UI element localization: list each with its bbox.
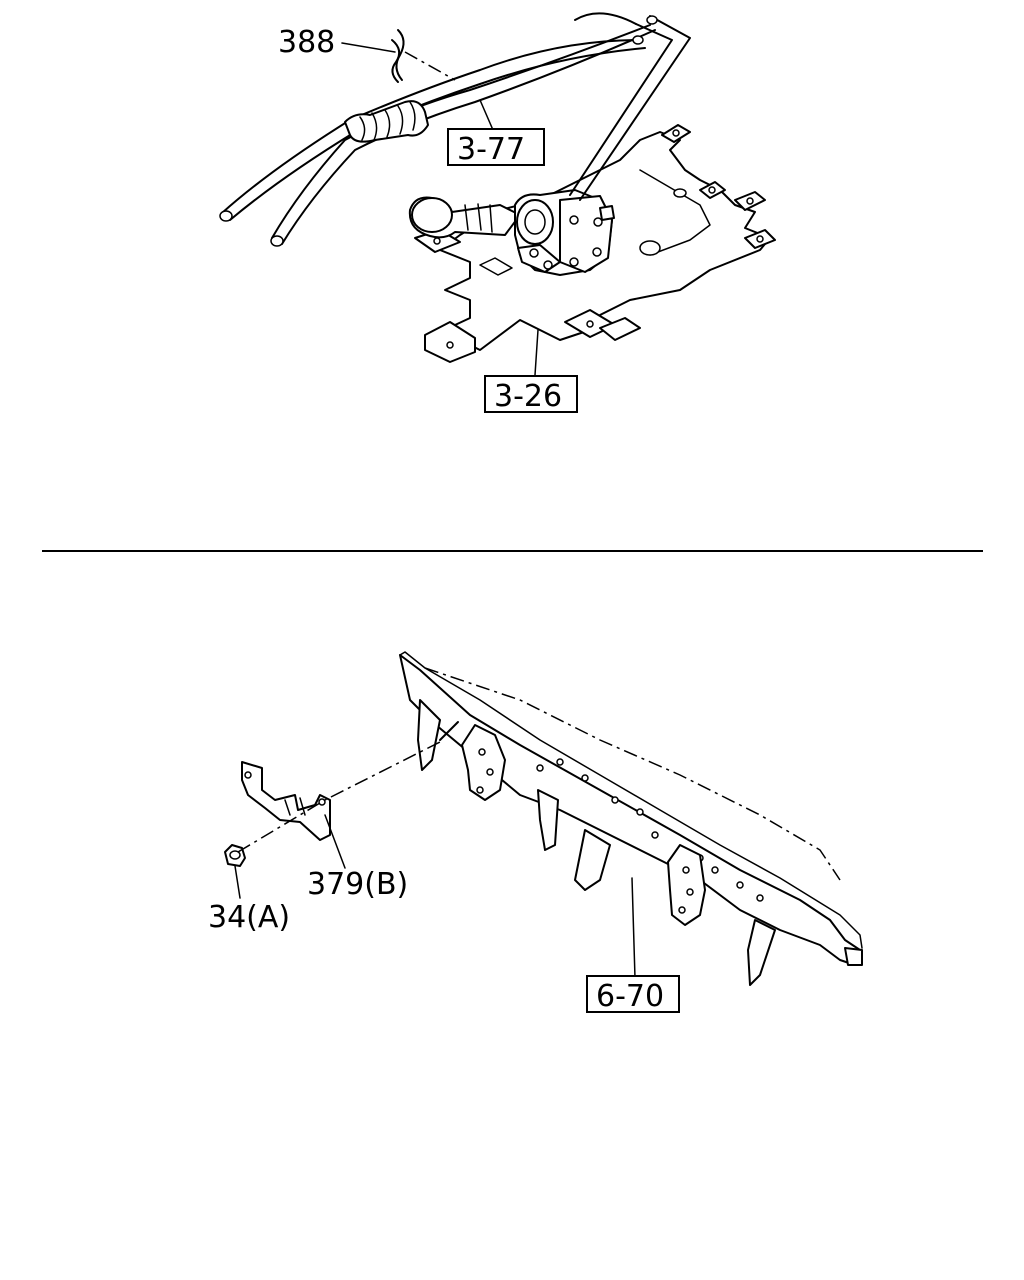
leader-379b <box>324 814 346 869</box>
callout-6-70: 6-70 <box>596 979 664 1014</box>
leader-388 <box>341 42 396 53</box>
nut-34a-part <box>224 844 246 867</box>
callout-388: 388 <box>278 25 335 60</box>
leader-34a <box>234 865 241 899</box>
stud-bolt <box>439 721 459 741</box>
leader-3-26 <box>534 329 539 376</box>
leader-6-70 <box>631 877 636 979</box>
leader-3-77 <box>479 99 494 131</box>
callout-3-26: 3-26 <box>494 379 562 414</box>
crossmember <box>399 651 863 986</box>
callout-3-77: 3-77 <box>457 132 525 167</box>
bracket-379b-part <box>241 761 331 841</box>
callout-3-26-box <box>484 375 578 413</box>
dash-388 <box>404 51 456 81</box>
assembly-axis <box>237 741 441 853</box>
callout-3-77-box <box>447 128 545 166</box>
top-assembly: 388 3-77 3-26 <box>219 12 776 414</box>
valve-unit <box>408 189 615 276</box>
rigid-pipe <box>569 12 691 201</box>
callout-34a: 34(A) <box>208 900 290 935</box>
hose-assembly <box>219 15 658 247</box>
bottom-assembly: 379(B) 34(A) 6-70 <box>208 651 863 1014</box>
callout-379b: 379(B) <box>307 867 408 902</box>
clip-388-part <box>391 29 405 83</box>
callout-6-70-box <box>586 975 680 1013</box>
